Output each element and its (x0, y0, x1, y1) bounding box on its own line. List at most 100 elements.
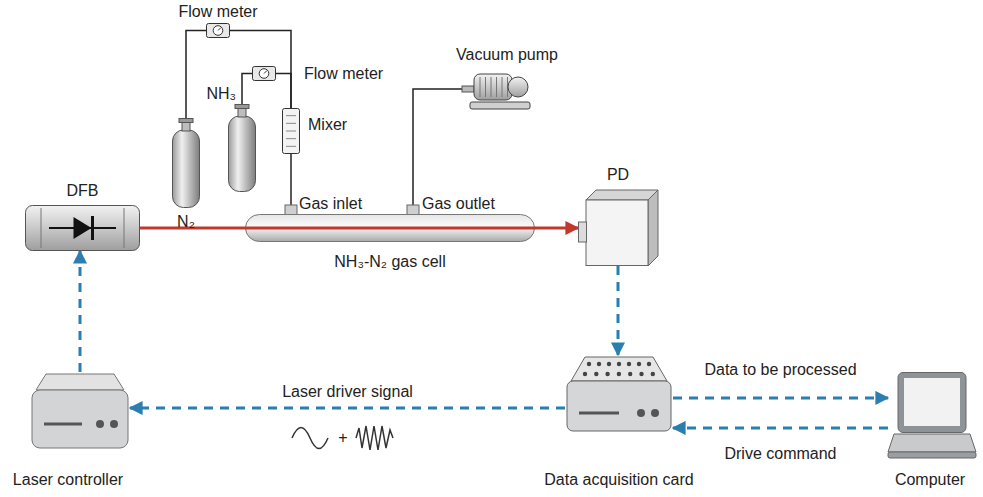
flow-meter-needle (264, 71, 267, 74)
terminal (647, 362, 651, 366)
laser-controller: Laser controller (30, 372, 130, 450)
edge-label: Drive command (721, 444, 839, 463)
node-label-text: Computer (895, 470, 965, 489)
terminal (594, 372, 598, 376)
cylinder-body (173, 130, 200, 208)
pump-motor (474, 74, 512, 100)
daq-front (567, 381, 671, 431)
node-label: Vacuum pump (456, 45, 558, 64)
signal-operator: + (338, 428, 347, 447)
gas-line (230, 31, 291, 109)
node-label-text: Mixer (308, 115, 347, 134)
housing-rib (41, 208, 42, 248)
node-label: NH₃ (206, 84, 236, 103)
pump-base (470, 102, 530, 109)
node-label-text: Data acquisition card (544, 470, 693, 489)
terminal (637, 362, 641, 366)
laser-controller-icon (30, 372, 130, 450)
gas-mixer-icon (282, 108, 300, 154)
daq-slot (579, 412, 619, 415)
gas-port (285, 205, 297, 215)
diode-symbol (74, 217, 92, 239)
node-label-text: N₂ (177, 212, 195, 231)
pump-inlet (462, 86, 474, 92)
node-label: Computer (895, 470, 965, 489)
laptop-screen (898, 373, 966, 433)
flow-meter: Flow meter (252, 66, 276, 81)
node-label-text: Vacuum pump (456, 45, 558, 64)
controller-knob (96, 420, 104, 428)
cylinder-neck (238, 108, 246, 117)
daq-knob (651, 409, 659, 417)
terminal (597, 362, 601, 366)
node-label: Laser controller (13, 470, 123, 489)
gas-cell: NH₃-N₂ gas cell (245, 214, 535, 242)
terminal (587, 362, 591, 366)
mixer-element (286, 131, 296, 132)
terminal (639, 372, 643, 376)
detector-aperture (579, 222, 587, 242)
flow-meter-body (253, 67, 276, 81)
node-label: PD (607, 165, 629, 184)
terminal (627, 362, 631, 366)
detector-top (586, 190, 658, 200)
flow-meter-icon (206, 23, 230, 38)
laptop-display (904, 378, 960, 426)
flow-meter-dial (259, 69, 269, 79)
node-label: Flow meter (304, 64, 383, 83)
gas-mixer: Mixer (282, 108, 300, 154)
detector-front (586, 200, 648, 266)
computer-icon (888, 372, 976, 460)
gas-cylinder: NH₃ (228, 104, 256, 192)
gas-port (407, 205, 419, 215)
flow-meter-icon (252, 66, 276, 81)
node-label-text: Flow meter (304, 64, 383, 83)
node-label: Mixer (308, 115, 347, 134)
flow-meter-body (207, 24, 230, 38)
pump-head (508, 77, 528, 97)
node-label-text: Flow meter (178, 2, 257, 21)
port-label: Gas outlet (422, 194, 495, 213)
cylinder-body (229, 116, 256, 192)
sine-wave-symbol (292, 428, 328, 449)
node-label: Data acquisition card (544, 470, 693, 489)
cell-tube (246, 215, 535, 242)
edge-label: Data to be processed (701, 360, 859, 379)
photodetector-icon (578, 190, 658, 266)
mixer-element (286, 115, 296, 116)
gas-cylinder: N₂ (172, 118, 200, 208)
mixer-element (286, 123, 296, 124)
pump-fin (480, 77, 481, 97)
dfb-laser: DFB (25, 205, 140, 251)
laser-beam (535, 227, 578, 230)
daq-card: Data acquisition card (565, 355, 673, 433)
signal-arrow (673, 426, 888, 429)
modulation-wave-symbol (356, 426, 393, 450)
gas-cell-icon (245, 214, 535, 242)
controller-top (36, 374, 124, 390)
signal-arrow (79, 251, 82, 372)
daq-knob (637, 409, 645, 417)
pump-fin (496, 77, 497, 97)
pump-fin (485, 77, 486, 97)
signal-arrow (617, 266, 620, 355)
vacuum-pump-icon (462, 68, 532, 110)
controller-knob (110, 420, 118, 428)
node-label-text: NH₃ (206, 84, 236, 103)
flow-meter-needle (218, 28, 221, 31)
node-label-text: NH₃-N₂ gas cell (334, 252, 445, 271)
mixer-element (286, 146, 296, 147)
pump-fin (491, 77, 492, 97)
laptop-keyboard (888, 434, 976, 452)
controller-slot (44, 423, 82, 426)
cylinder-valve (179, 119, 193, 123)
photodetector: PD (578, 190, 658, 266)
terminal (628, 372, 632, 376)
daq-top (571, 357, 667, 381)
node-label-text: PD (607, 165, 629, 184)
node-label-text: Laser controller (13, 470, 123, 489)
gas-cylinder-icon (172, 118, 200, 208)
